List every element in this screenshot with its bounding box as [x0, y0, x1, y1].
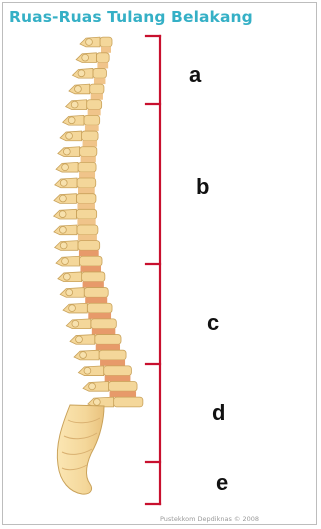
label-b: b: [196, 174, 209, 200]
label-e: e: [216, 470, 228, 496]
credit-text: Pustekkom Depdiknas © 2008: [160, 515, 259, 523]
label-c: c: [207, 310, 219, 336]
label-a: a: [189, 62, 201, 88]
label-d: d: [212, 400, 225, 426]
